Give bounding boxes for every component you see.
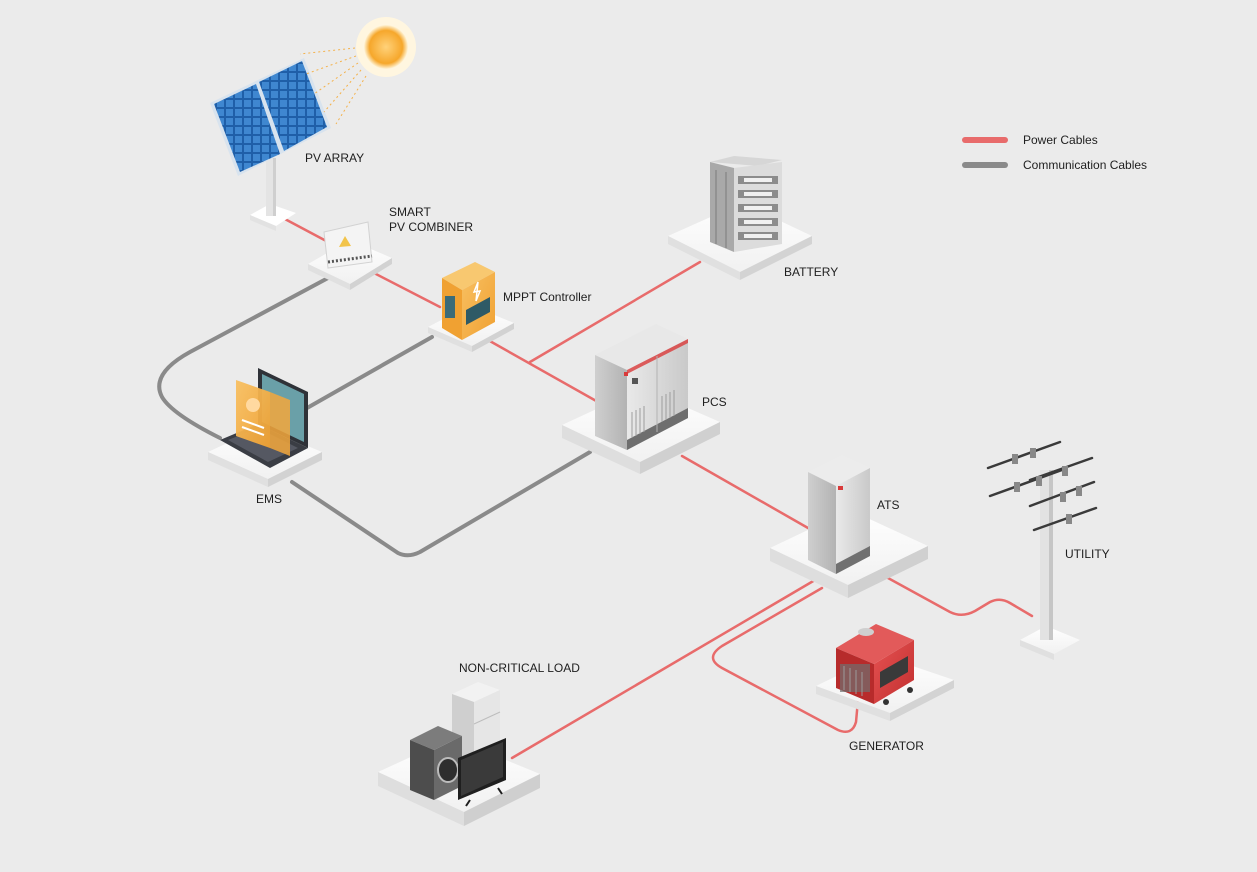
solar-panel-icon: [210, 58, 331, 176]
legend-label-power: Power Cables: [1023, 133, 1098, 147]
legend-label-communication: Communication Cables: [1023, 158, 1148, 172]
label-battery: BATTERY: [784, 265, 839, 279]
label-mppt-controller: MPPT Controller: [503, 290, 592, 304]
comm-cable-ems-pcs: [290, 450, 592, 558]
sun-icon: [299, 17, 416, 125]
utility-pole-icon: [986, 440, 1098, 640]
mppt-controller-icon: [442, 262, 495, 340]
generator-icon: [836, 624, 914, 705]
communication-cables: [157, 276, 592, 558]
label-pv-array: PV ARRAY: [305, 151, 365, 165]
pv-array: [210, 17, 416, 231]
legend-item-power: Power Cables: [962, 133, 1098, 147]
communication-cable-swatch: [962, 162, 1008, 168]
ats-cabinet-icon: [808, 455, 870, 574]
comm-cable-mppt-ems: [298, 335, 434, 414]
label-smart-pv-combiner-line2: PV COMBINER: [389, 220, 474, 234]
power-cables: [281, 216, 1034, 760]
label-ats: ATS: [877, 498, 900, 512]
power-cable-mppt-pcs: [486, 338, 600, 404]
battery: [668, 156, 812, 280]
pcs: [562, 324, 720, 474]
power-cable-ats-load: [510, 578, 817, 760]
mppt-controller: [428, 262, 514, 352]
generator: [816, 624, 954, 721]
ats: [770, 455, 928, 598]
washing-machine-icon: [410, 726, 462, 800]
combiner-box-icon: [323, 221, 373, 269]
laptop-icon: [220, 368, 308, 468]
comm-cable-combiner-ems: [157, 276, 330, 440]
battery-rack-icon: [710, 156, 782, 252]
power-cable-ats-generator: [711, 586, 860, 733]
label-ems: EMS: [256, 492, 283, 506]
power-cable-battery-pcs: [528, 260, 702, 364]
power-cable-combiner-mppt: [370, 270, 442, 309]
utility: [986, 440, 1098, 660]
legend-item-communication: Communication Cables: [962, 158, 1147, 172]
television-icon: [458, 738, 506, 807]
non-critical-load: [378, 682, 540, 826]
label-pcs: PCS: [702, 395, 727, 409]
smart-pv-combiner: [308, 221, 392, 290]
power-cable-pv-combiner: [281, 216, 332, 245]
pcs-cabinet-icon: [595, 324, 688, 450]
label-generator: GENERATOR: [849, 739, 924, 753]
ems: [208, 368, 322, 487]
label-utility: UTILITY: [1065, 547, 1110, 561]
label-non-critical-load: NON-CRITICAL LOAD: [459, 661, 580, 675]
power-cable-swatch: [962, 137, 1008, 143]
power-cable-pcs-ats: [680, 454, 810, 530]
label-smart-pv-combiner-line1: SMART: [389, 205, 431, 219]
power-cable-ats-utility: [886, 576, 1034, 618]
